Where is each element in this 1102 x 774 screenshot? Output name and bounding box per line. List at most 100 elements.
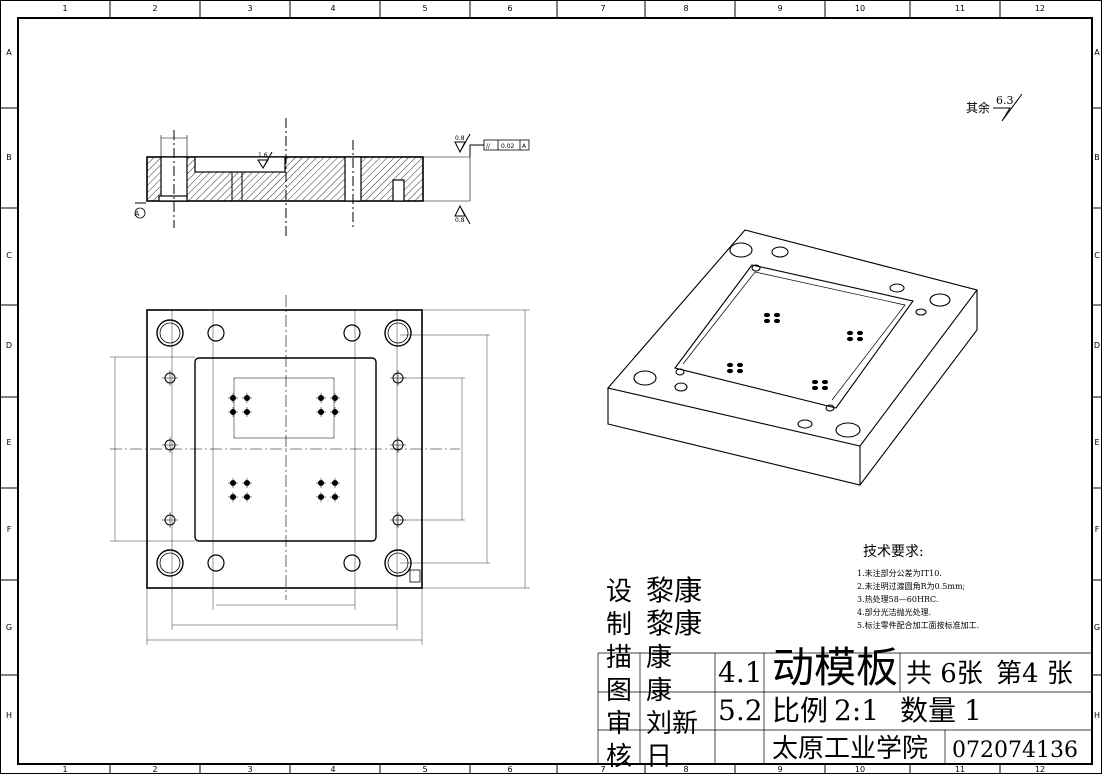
role-label: 审 — [606, 709, 632, 739]
zone-column-label: 6 — [507, 4, 512, 13]
zone-row-label: H — [6, 711, 12, 720]
zone-column-label: 10 — [855, 4, 865, 13]
zone-column-label: 11 — [955, 4, 965, 13]
tech-requirement-item: 2.未注明过渡圆角R为0.5mm; — [857, 581, 965, 591]
tolerance-value: 0.02 — [501, 143, 515, 150]
hole-inner — [387, 552, 409, 574]
iso-ejector-hole — [773, 318, 781, 324]
zone-row-label: E — [1094, 438, 1099, 447]
zone-column-label: 9 — [777, 765, 782, 774]
iso-hole — [797, 419, 813, 429]
iso-ejector-hole — [856, 330, 864, 336]
zone-column-label: 7 — [600, 765, 605, 774]
roughness-value: 6.3 — [996, 94, 1014, 107]
screw-hole — [207, 324, 225, 342]
zone-row-label: B — [1094, 153, 1100, 162]
iso-ejector-hole — [811, 379, 819, 385]
hole-inner — [159, 322, 181, 344]
iso-hole — [675, 368, 685, 376]
role-label: 描 — [606, 643, 632, 673]
isometric-view — [606, 229, 978, 486]
iso-hole — [929, 293, 951, 307]
role-label: 核 — [606, 742, 632, 772]
iso-ejector-hole — [726, 368, 734, 374]
section-annotations: A 0.8 0.8 1.6 // 0.02 A — [135, 135, 527, 224]
section-view — [134, 118, 530, 238]
drafter-name: 黎康 — [646, 607, 702, 640]
iso-ejector-hole — [773, 312, 781, 318]
title-block — [597, 652, 1092, 764]
roughness-bottom: 0.8 — [455, 217, 465, 224]
qty-value: 1 — [964, 694, 982, 727]
roughness-symbol-icon — [993, 93, 1023, 122]
zone-column-label: 2 — [152, 4, 157, 13]
zone-column-label: 11 — [955, 765, 965, 774]
designer-name: 黎康 — [646, 574, 702, 607]
zone-row-label: F — [7, 525, 12, 534]
iso-ejector-hole — [736, 362, 744, 368]
zone-column-label: 1 — [62, 4, 67, 13]
roughness-note: 其余 6.3 — [966, 93, 1023, 122]
guide-pillar-hole — [384, 549, 412, 577]
iso-hole — [771, 246, 789, 258]
iso-ejector-hole — [763, 318, 771, 324]
name: 康 — [646, 676, 672, 706]
tolerance-symbol: // — [486, 143, 491, 150]
tech-requirement-item: 5.标注零件配合加工面按标准加工. — [857, 620, 979, 630]
iso-ejector-hole — [811, 385, 819, 391]
zone-column-label: 5 — [422, 4, 427, 13]
qty-label: 数量 — [900, 694, 956, 727]
guide-pillar-hole — [384, 319, 412, 347]
iso-ejector-hole — [821, 379, 829, 385]
datum-label: A — [135, 210, 140, 218]
zone-column-label: 8 — [683, 765, 688, 774]
zone-row-label: D — [1094, 341, 1100, 350]
school-name: 太原工业学院 — [772, 734, 928, 764]
tech-requirements-title: 技术要求: — [863, 544, 924, 560]
iso-hole — [751, 264, 761, 272]
zone-column-label: 8 — [683, 4, 688, 13]
zone-column-label: 4 — [330, 4, 335, 13]
guide-pillar-hole — [156, 319, 184, 347]
tech-requirement-item: 1.未注部分公差为IT10. — [857, 568, 942, 578]
zone-column-label: 12 — [1035, 765, 1045, 774]
iso-hole — [915, 308, 927, 316]
iso-ejector-hole — [736, 368, 744, 374]
zone-column-label: 5 — [422, 765, 427, 774]
hole-inner — [159, 552, 181, 574]
zone-row-label: D — [6, 341, 12, 350]
role-label: 设 — [606, 577, 632, 607]
iso-hole — [889, 283, 905, 293]
role-label: 制 — [606, 610, 632, 640]
zone-column-label: 12 — [1035, 4, 1045, 13]
zone-column-label: 6 — [507, 765, 512, 774]
tolerance-datum: A — [522, 143, 527, 150]
zone-column-label: 2 — [152, 765, 157, 774]
zone-column-label: 3 — [247, 765, 252, 774]
iso-ejector-hole — [821, 385, 829, 391]
zone-row-label: C — [6, 251, 12, 260]
checker-name: 刘新 — [646, 709, 698, 739]
sheets-total: 共 6张 — [906, 659, 983, 689]
zone-row-label: G — [6, 623, 12, 632]
date-2: 5.2 — [718, 694, 763, 727]
zone-row-label: H — [1094, 711, 1100, 720]
iso-ejector-hole — [763, 312, 771, 318]
scale-label: 比例 — [772, 694, 828, 727]
zone-column-label: 4 — [330, 765, 335, 774]
roughness-pocket: 1.6 — [258, 152, 268, 159]
iso-ejector-hole — [846, 330, 854, 336]
hole-inner — [387, 322, 409, 344]
iso-ejector-hole — [856, 336, 864, 342]
screw-hole — [343, 324, 361, 342]
tech-requirements: 技术要求: 1.未注部分公差为IT10. 2.未注明过渡圆角R为0.5mm; 3… — [857, 544, 979, 630]
iso-ejector-hole — [846, 336, 854, 342]
inner-frame — [17, 17, 1093, 765]
iso-hole — [825, 404, 835, 412]
part-name: 动模板 — [772, 643, 898, 692]
iso-hole — [633, 370, 657, 386]
